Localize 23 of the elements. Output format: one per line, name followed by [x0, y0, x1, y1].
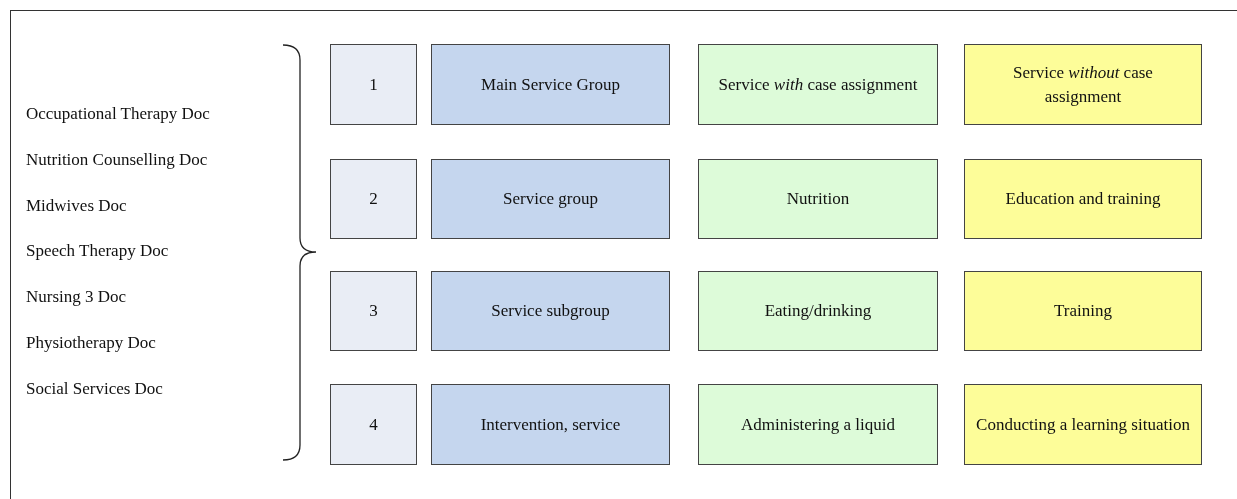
category-box: Nutrition: [698, 159, 938, 239]
category-box: Service without case assignment: [964, 44, 1202, 125]
level-number-box: 2: [330, 159, 417, 239]
category-box: Main Service Group: [431, 44, 670, 125]
category-box: Eating/drinking: [698, 271, 938, 351]
category-box: Service group: [431, 159, 670, 239]
level-number-box: 4: [330, 384, 417, 465]
document-type-label: Occupational Therapy Doc: [26, 104, 210, 124]
document-type-label: Nutrition Counselling Doc: [26, 149, 208, 170]
level-number-box: 3: [330, 271, 417, 351]
category-box: Conducting a learning situation: [964, 384, 1202, 465]
category-box: Training: [964, 271, 1202, 351]
document-type-label: Social Services Doc: [26, 378, 163, 399]
document-type-label: Nursing 3 Doc: [26, 287, 127, 308]
category-box: Service subgroup: [431, 271, 670, 351]
document-type-label: Midwives Doc: [26, 195, 127, 216]
category-box: Service with case assignment: [698, 44, 938, 125]
document-type-label: Physiotherapy Doc: [26, 333, 156, 353]
category-box: Education and training: [964, 159, 1202, 239]
document-type-label: Speech Therapy Doc: [26, 241, 169, 262]
category-box: Intervention, service: [431, 384, 670, 465]
level-number-box: 1: [330, 44, 417, 125]
category-box: Administering a liquid: [698, 384, 938, 465]
